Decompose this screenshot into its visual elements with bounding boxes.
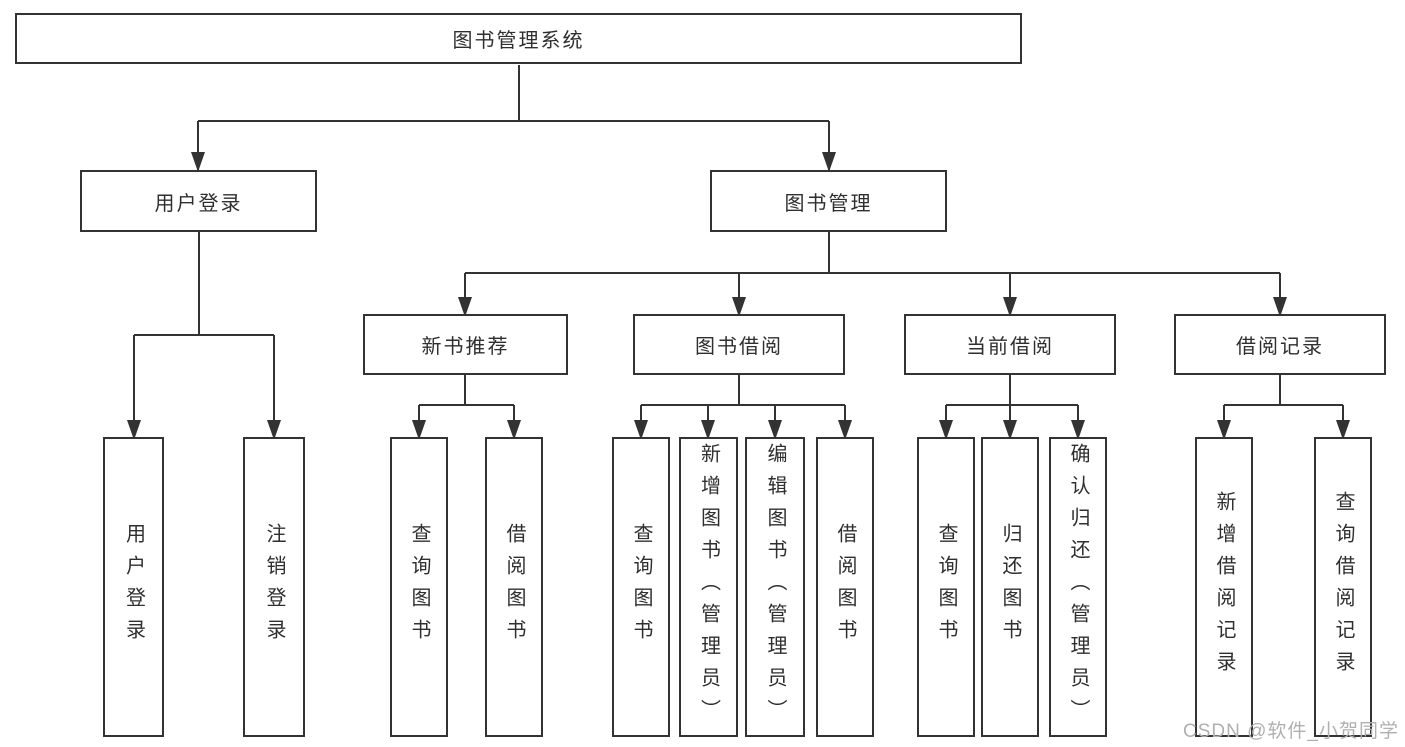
csdn-watermark: CSDN @软件_小贺同学 bbox=[1183, 721, 1399, 742]
leaf-borrow-borrow-books: 借阅图书 bbox=[816, 437, 874, 737]
leaf-borrow-edit-books-admin: 编辑图书（管理员） bbox=[745, 437, 805, 737]
leaf-current-confirm-return-admin: 确认归还（管理员） bbox=[1049, 437, 1107, 737]
leaf-borrow-query-books: 查询图书 bbox=[612, 437, 670, 737]
node-user-login: 用户登录 bbox=[80, 170, 317, 232]
node-new-book-recommend: 新书推荐 bbox=[363, 314, 568, 375]
node-borrow-records: 借阅记录 bbox=[1174, 314, 1386, 375]
leaf-logout: 注销登录 bbox=[243, 437, 305, 737]
node-library-management-system: 图书管理系统 bbox=[15, 13, 1022, 64]
node-book-management: 图书管理 bbox=[710, 170, 947, 232]
leaf-current-query-books: 查询图书 bbox=[917, 437, 975, 737]
leaf-current-return-books: 归还图书 bbox=[981, 437, 1039, 737]
leaf-records-add-borrow-record: 新增借阅记录 bbox=[1195, 437, 1253, 737]
leaf-newbook-query-books: 查询图书 bbox=[390, 437, 448, 737]
leaf-user-login: 用户登录 bbox=[103, 437, 164, 737]
node-book-borrow: 图书借阅 bbox=[633, 314, 845, 375]
leaf-newbook-borrow-books: 借阅图书 bbox=[485, 437, 543, 737]
leaf-borrow-add-books-admin: 新增图书（管理员） bbox=[679, 437, 738, 737]
node-current-borrow: 当前借阅 bbox=[904, 314, 1116, 375]
leaf-records-query-borrow-record: 查询借阅记录 bbox=[1314, 437, 1372, 737]
